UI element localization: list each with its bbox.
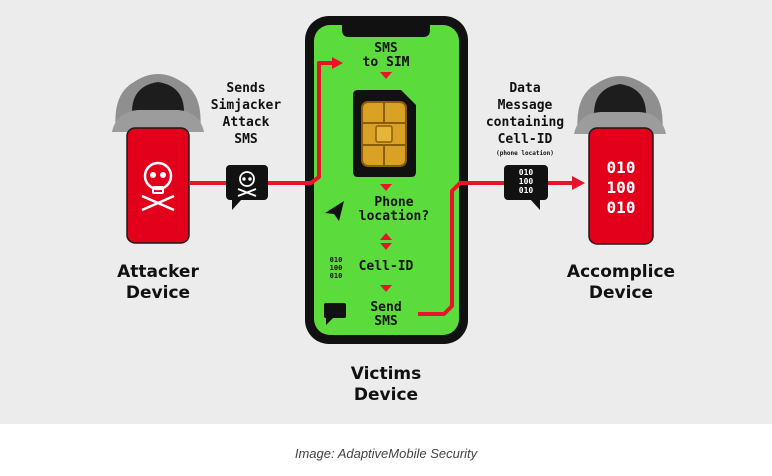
step-sms-to-sim: SMS to SIM: [362, 41, 410, 70]
skull-chat-bubble: [226, 165, 268, 210]
step-arrow-up-3: [380, 233, 392, 240]
sim-card-icon: [353, 90, 416, 177]
small-skull-icon: [237, 171, 257, 197]
step-cell-id: Cell-ID: [358, 259, 414, 274]
step-phone-location: Phone location?: [358, 195, 430, 224]
diagram-canvas: Attacker Device Accomplice Device Victim…: [0, 0, 772, 424]
accomplice-hacker-figure: [574, 76, 666, 134]
phone-location-sublabel: (phone location): [496, 150, 554, 157]
data-bubble-binary: 010 100 010: [518, 168, 534, 195]
attacker-device: [126, 127, 190, 244]
sends-attack-sms-label: Sends Simjacker Attack SMS: [210, 81, 282, 147]
victim-device: [305, 16, 468, 344]
data-message-label: Data Message containing Cell-ID: [485, 81, 565, 147]
step-send-sms: Send SMS: [370, 300, 402, 329]
attacker-hacker-figure: [112, 74, 204, 132]
victim-device-label: Victims Device: [350, 364, 422, 405]
step-arrow-down-1: [380, 72, 392, 79]
diagram-artwork: [112, 16, 666, 344]
image-caption: Image: AdaptiveMobile Security: [294, 446, 478, 461]
data-message-arrow: [418, 176, 585, 316]
skull-icon: [141, 161, 175, 212]
accomplice-screen-binary: 010 100 010: [606, 158, 636, 217]
data-chat-bubble: [504, 165, 548, 210]
cell-id-binary: 010 100 010: [329, 256, 343, 280]
location-arrow-icon: [325, 201, 344, 221]
step-arrow-down-2: [380, 184, 392, 191]
step-arrow-down-4: [380, 243, 392, 250]
step-arrow-down-5: [380, 285, 392, 292]
attacker-device-label: Attacker Device: [117, 262, 199, 303]
accomplice-device-label: Accomplice Device: [566, 262, 676, 303]
message-bubble-icon: [324, 303, 346, 325]
accomplice-device: [588, 127, 654, 245]
attack-sms-arrow: [190, 57, 343, 185]
